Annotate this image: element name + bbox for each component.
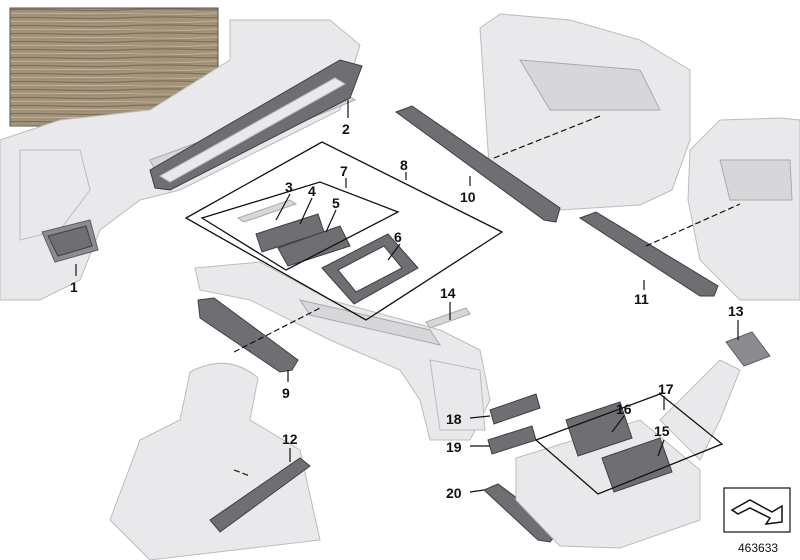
callout-3: 3 (285, 179, 293, 195)
callout-2: 2 (342, 121, 350, 137)
group-box-8 (184, 141, 504, 321)
arrow-icon (730, 499, 783, 525)
callout-11: 11 (634, 291, 649, 307)
front-door-illustration (479, 13, 691, 211)
callout-13: 13 (728, 303, 744, 319)
callout-18: 18 (446, 411, 462, 427)
part-9-console-trim (197, 297, 299, 373)
diagram-number: 463633 (738, 541, 778, 555)
callout-4: 4 (308, 183, 316, 199)
callout-19: 19 (446, 439, 462, 455)
part-11-rear-door-trim (578, 211, 719, 297)
group-box-7 (200, 181, 400, 271)
part-16-inlay (565, 401, 633, 457)
part-18-trim (489, 393, 541, 425)
group-box-17 (534, 393, 724, 495)
callout-16: 16 (616, 401, 632, 417)
rear-door-illustration (687, 117, 800, 301)
part-10-door-trim (394, 105, 561, 223)
callout-9: 9 (282, 385, 290, 401)
part-13-trim (725, 331, 771, 367)
callout-8: 8 (400, 157, 408, 173)
part-3-strip (236, 199, 298, 223)
part-5-inlay (277, 225, 351, 267)
part-1-air-vent (41, 219, 99, 263)
part-15-inlay (601, 437, 673, 493)
part-12-seat-trim (209, 457, 311, 533)
callout-20: 20 (446, 485, 462, 501)
orientation-symbol-box (723, 487, 791, 533)
callout-17: 17 (658, 381, 674, 397)
callout-5: 5 (332, 195, 340, 211)
callout-10: 10 (460, 189, 476, 205)
callout-7: 7 (340, 163, 348, 179)
part-19-trim (487, 425, 537, 455)
seat-illustration (109, 362, 321, 560)
part-14-trim (425, 307, 471, 329)
callout-6: 6 (394, 229, 402, 245)
callout-14: 14 (440, 285, 456, 301)
callout-1: 1 (70, 279, 78, 295)
center-console-illustration (194, 261, 491, 441)
callout-15: 15 (654, 423, 670, 439)
callout-12: 12 (282, 431, 298, 447)
